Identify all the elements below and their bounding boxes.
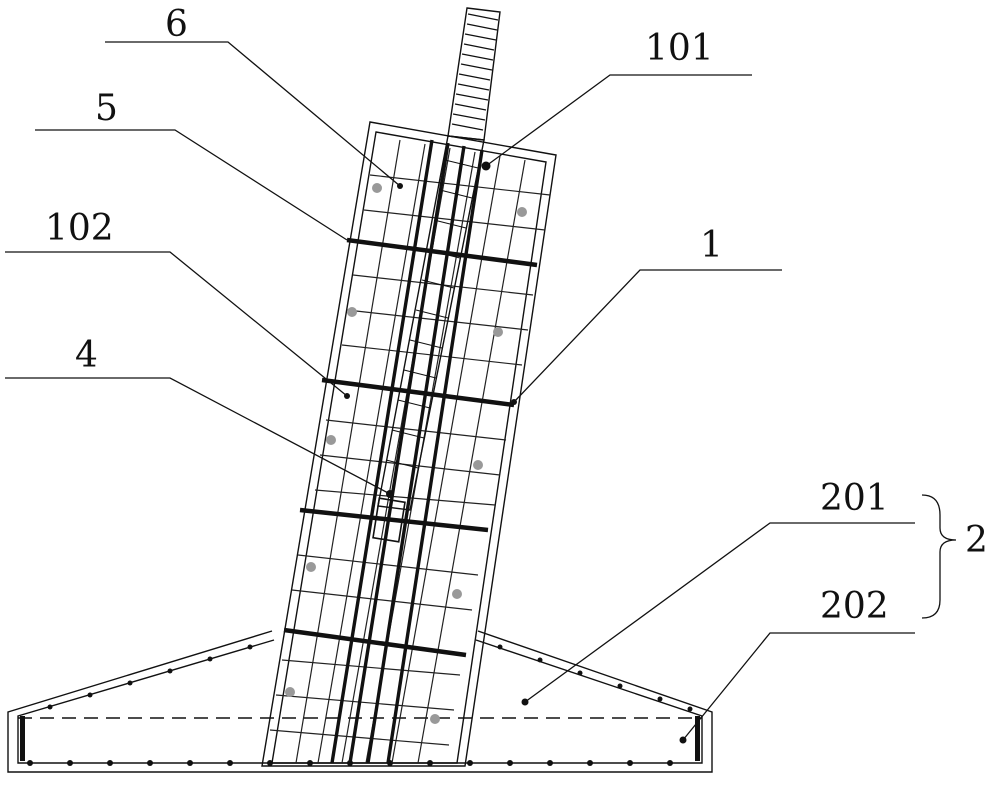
leader-lines xyxy=(5,41,915,741)
brace-2 xyxy=(921,494,957,619)
footing-outline xyxy=(7,630,713,773)
anchor-rod xyxy=(344,7,517,543)
footing-right-bar xyxy=(695,716,700,761)
label-2: 2 xyxy=(965,520,988,561)
anchor-rod-embedded xyxy=(377,135,485,511)
label-5: 5 xyxy=(95,88,118,129)
footing-slope-rebar-left xyxy=(47,644,253,710)
label-102: 102 xyxy=(45,208,114,249)
column-stirrups xyxy=(283,237,538,658)
label-101: 101 xyxy=(645,28,714,69)
anchor-rod-hatch xyxy=(451,13,499,131)
footing-base xyxy=(7,630,713,773)
label-202: 202 xyxy=(820,586,889,627)
leader-102 xyxy=(5,251,348,397)
column-inner-outline xyxy=(271,131,547,764)
anchor-rod-embedded-hatch xyxy=(385,159,479,469)
leader-4 xyxy=(5,377,391,495)
label-201: 201 xyxy=(820,478,889,519)
anchor-rod-end-block xyxy=(372,497,406,543)
label-1: 1 xyxy=(700,225,723,266)
column-spacer-markers xyxy=(285,183,527,724)
column-outline xyxy=(261,121,557,767)
leader-201 xyxy=(524,522,915,703)
label-6: 6 xyxy=(165,4,188,45)
column-grid-transverse xyxy=(269,174,551,746)
leader-202 xyxy=(682,632,915,741)
leader-101 xyxy=(485,74,752,167)
column-grid-longitudinal xyxy=(295,139,526,764)
column-main-rebars xyxy=(330,139,484,764)
footing-bottom-rebar xyxy=(27,760,673,766)
footing-left-bar xyxy=(20,716,25,761)
label-4: 4 xyxy=(75,335,98,376)
leader-1 xyxy=(513,269,782,403)
leader-5 xyxy=(35,129,348,241)
leader-6 xyxy=(105,41,401,187)
footing-slope-rebar-right xyxy=(497,644,693,712)
anchor-rod-body xyxy=(447,7,501,141)
inclined-column xyxy=(261,121,557,767)
